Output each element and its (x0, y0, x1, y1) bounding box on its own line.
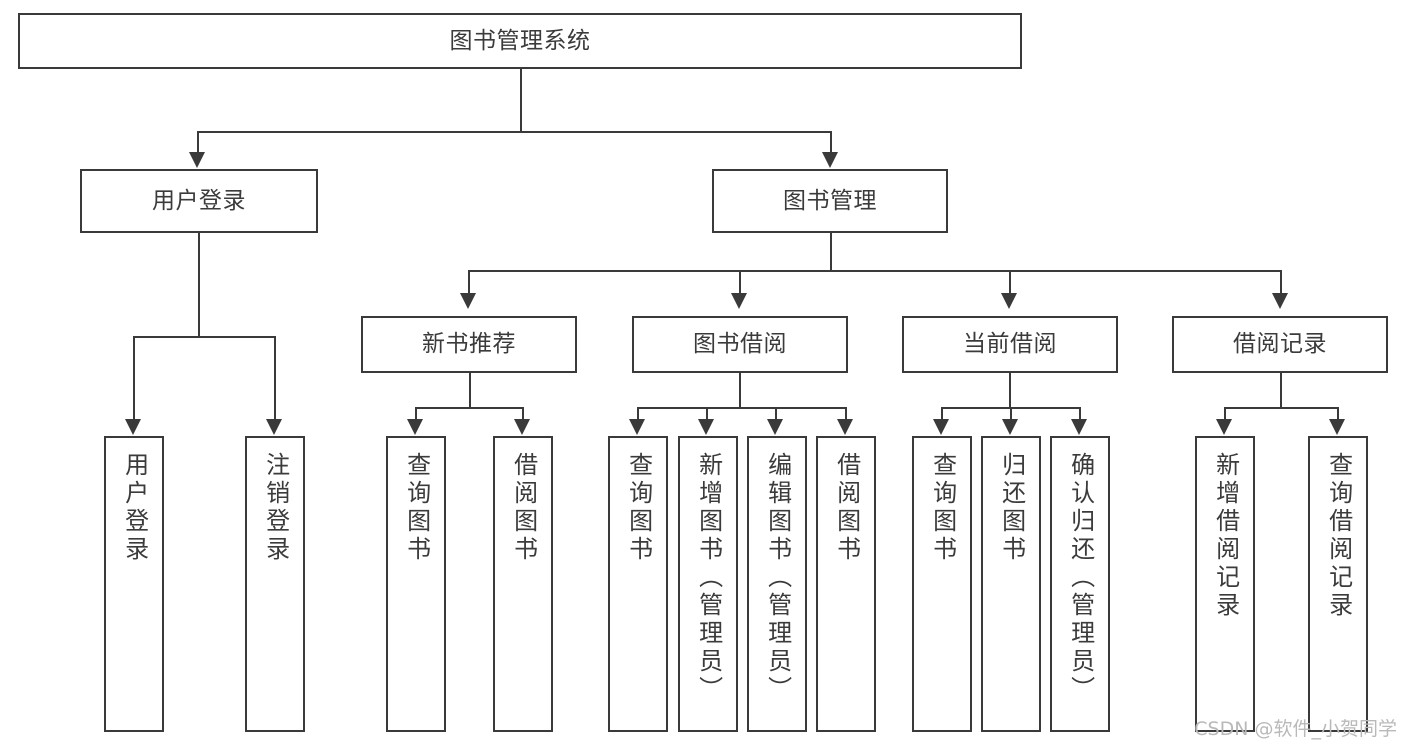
leaf-user-login-logout[interactable]: 注销登录 (245, 436, 305, 732)
connector-bb-leaf-2 (706, 407, 708, 420)
connector-root-stem (520, 69, 522, 131)
node-new-book-recommend[interactable]: 新书推荐 (361, 316, 577, 373)
connector-to-book-borrow (739, 270, 741, 294)
arrowhead-user-login (189, 152, 205, 168)
leaf-current-borrow-confirm-return-admin[interactable]: 确认归还（管理员） (1050, 436, 1110, 732)
node-label: 图书管理系统 (449, 27, 591, 54)
connector-nbr-leaf-2 (522, 407, 524, 420)
node-label: 图书借阅 (693, 331, 787, 358)
arrowhead-nbr-leaf-1 (407, 419, 423, 435)
arrowhead-cb-leaf-1 (933, 419, 949, 435)
node-label: 当前借阅 (963, 331, 1057, 358)
arrowhead-book-management (822, 152, 838, 168)
node-user-login[interactable]: 用户登录 (80, 169, 318, 233)
node-label: 查询借阅记录 (1324, 452, 1353, 620)
connector-book-management-stem (830, 233, 832, 270)
node-label: 归还图书 (997, 452, 1026, 564)
node-label: 新书推荐 (422, 331, 516, 358)
node-label: 编辑图书（管理员） (763, 452, 792, 704)
connector-borrow-record-stem (1280, 373, 1282, 407)
arrowhead-bb-leaf-1 (629, 419, 645, 435)
node-label: 借阅图书 (509, 452, 538, 564)
connector-root-bus (197, 131, 831, 133)
node-label: 查询图书 (402, 452, 431, 564)
connector-borrow-record-bus (1224, 407, 1338, 409)
connector-root-to-user-login (197, 131, 199, 153)
node-label: 确认归还（管理员） (1066, 452, 1095, 704)
connector-bb-leaf-3 (775, 407, 777, 420)
arrowhead-new-book-recommend (460, 293, 476, 309)
connector-bb-leaf-4 (845, 407, 847, 420)
leaf-current-borrow-query-book[interactable]: 查询图书 (912, 436, 972, 732)
connector-user-login-leaf-1 (133, 336, 135, 420)
connector-bb-leaf-1 (637, 407, 639, 420)
arrowhead-bb-leaf-3 (767, 419, 783, 435)
arrowhead-bb-leaf-4 (837, 419, 853, 435)
arrowhead-br-leaf-2 (1329, 419, 1345, 435)
node-label: 用户登录 (120, 452, 149, 564)
arrowhead-leaf-user-login-2 (266, 419, 282, 435)
node-label: 借阅图书 (832, 452, 861, 564)
node-label: 查询图书 (624, 452, 653, 564)
connector-user-login-leaf-2 (274, 336, 276, 420)
connector-new-book-recommend-stem (469, 373, 471, 407)
node-label: 新增借阅记录 (1211, 452, 1240, 620)
connector-br-leaf-1 (1224, 407, 1226, 420)
node-book-borrow[interactable]: 图书借阅 (632, 316, 848, 373)
connector-cb-leaf-2 (1010, 407, 1012, 420)
node-label: 图书管理 (783, 187, 877, 214)
connector-user-login-bus (133, 336, 275, 338)
leaf-book-borrow-add-book-admin[interactable]: 新增图书（管理员） (678, 436, 738, 732)
leaf-book-borrow-query-book[interactable]: 查询图书 (608, 436, 668, 732)
node-root-book-management-system[interactable]: 图书管理系统 (18, 13, 1022, 69)
node-label: 新增图书（管理员） (694, 452, 723, 704)
arrowhead-cb-leaf-2 (1002, 419, 1018, 435)
connector-cb-leaf-1 (941, 407, 943, 420)
leaf-borrow-record-query-record[interactable]: 查询借阅记录 (1308, 436, 1368, 732)
node-label: 查询图书 (928, 452, 957, 564)
arrowhead-current-borrow (1001, 293, 1017, 309)
node-label: 用户登录 (152, 187, 246, 214)
node-label: 注销登录 (261, 452, 290, 564)
connector-book-borrow-stem (739, 373, 741, 407)
leaf-current-borrow-return-book[interactable]: 归还图书 (981, 436, 1041, 732)
leaf-borrow-record-add-record[interactable]: 新增借阅记录 (1195, 436, 1255, 732)
leaf-user-login-login[interactable]: 用户登录 (104, 436, 164, 732)
connector-to-borrow-record (1280, 270, 1282, 294)
arrowhead-br-leaf-1 (1216, 419, 1232, 435)
connector-new-book-recommend-bus (415, 407, 523, 409)
node-current-borrow[interactable]: 当前借阅 (902, 316, 1118, 373)
node-book-management[interactable]: 图书管理 (712, 169, 948, 233)
connector-br-leaf-2 (1337, 407, 1339, 420)
connector-book-management-bus (468, 270, 1280, 272)
arrowhead-borrow-record (1272, 293, 1288, 309)
arrowhead-nbr-leaf-2 (514, 419, 530, 435)
connector-current-borrow-stem (1009, 373, 1011, 407)
arrowhead-leaf-user-login-1 (125, 419, 141, 435)
node-borrow-record[interactable]: 借阅记录 (1172, 316, 1388, 373)
connector-nbr-leaf-1 (415, 407, 417, 420)
connector-user-login-stem (198, 233, 200, 336)
leaf-book-borrow-edit-book-admin[interactable]: 编辑图书（管理员） (747, 436, 807, 732)
arrowhead-bb-leaf-2 (698, 419, 714, 435)
connector-cb-leaf-3 (1079, 407, 1081, 420)
arrowhead-book-borrow (731, 293, 747, 309)
arrowhead-cb-leaf-3 (1071, 419, 1087, 435)
leaf-new-book-borrow-book[interactable]: 借阅图书 (493, 436, 553, 732)
leaf-new-book-query-book[interactable]: 查询图书 (386, 436, 446, 732)
connector-book-borrow-bus (637, 407, 846, 409)
connector-root-to-book-management (830, 131, 832, 153)
node-label: 借阅记录 (1233, 331, 1327, 358)
connector-to-new-book-recommend (468, 270, 470, 294)
leaf-book-borrow-borrow-book[interactable]: 借阅图书 (816, 436, 876, 732)
connector-to-current-borrow (1009, 270, 1011, 294)
